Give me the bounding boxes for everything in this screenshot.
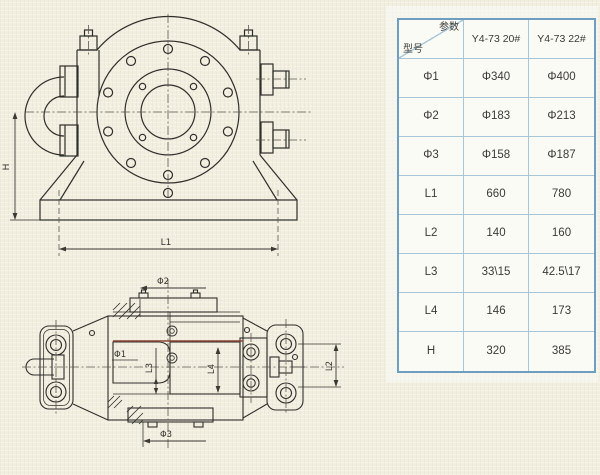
dim-phi3-label: Φ3: [160, 430, 172, 440]
dimension-h: H: [2, 112, 18, 220]
row-value: 660: [464, 176, 529, 215]
row-value: 42.5\17: [529, 254, 594, 293]
dim-phi2-label: Φ2: [157, 277, 169, 287]
row-value: Φ183: [464, 98, 529, 137]
row-label: L1: [399, 176, 464, 215]
top-right-flange: [266, 324, 304, 411]
spec-table: 参数 型号 Y4-73 20# Y4-73 22# Φ1 Φ340 Φ400 Φ…: [397, 18, 596, 373]
top-left-bracket: [72, 315, 109, 421]
corner-label-model: 型号: [403, 44, 423, 55]
dim-l4-label: L4: [207, 364, 217, 374]
top-right-bracket: [242, 317, 268, 419]
top-centerlines: [22, 279, 344, 448]
row-value: 385: [551, 344, 572, 357]
row-value: 146: [464, 293, 529, 332]
row-value: 780: [529, 176, 594, 215]
top-view: Φ2 Φ1 L3 L4 L2: [22, 277, 344, 448]
dim-l2-label: L2: [325, 361, 335, 371]
dimension-phi2: Φ2: [139, 277, 206, 317]
row-value: Φ400: [529, 59, 594, 98]
section-hatching: [107, 302, 144, 425]
row-label: Φ1: [399, 59, 464, 98]
row-value: 320: [464, 332, 529, 371]
dimension-l3: L3: [145, 348, 159, 394]
row-value: Φ213: [529, 98, 594, 137]
row-label: L3: [399, 254, 464, 293]
dim-l1-label: L1: [161, 238, 172, 248]
row-label: Φ2: [399, 98, 464, 137]
top-left-flange: [39, 325, 74, 410]
row-label: L2: [399, 215, 464, 254]
row-label: H: [399, 332, 464, 371]
dimension-l4: L4: [207, 347, 221, 393]
dim-h-label: H: [2, 164, 12, 171]
front-base: [10, 154, 298, 221]
front-handle: [24, 65, 79, 157]
row-label: Φ3: [399, 137, 464, 176]
column-header: Y4-73 20#: [464, 20, 529, 59]
top-view-outline: [25, 289, 305, 428]
dim-l3-label: L3: [145, 363, 155, 373]
dimension-phi3: Φ3: [142, 422, 206, 447]
corner-label-parameter: 参数: [439, 22, 459, 33]
row-value: Φ340: [464, 59, 529, 98]
row-value: 173: [529, 293, 594, 332]
top-bearing-block: [239, 337, 268, 398]
front-casing-outline: [10, 15, 298, 221]
dimension-l2: L2: [298, 343, 341, 388]
column-header: Y4-73 22#: [529, 20, 594, 59]
row-label: L4: [399, 293, 464, 332]
dim-phi1-label: Φ1: [114, 350, 126, 360]
dimension-phi1: Φ1: [112, 350, 138, 361]
dimension-l1: L1: [58, 190, 279, 256]
front-centerlines: [25, 14, 313, 197]
row-value: Φ187: [529, 137, 594, 176]
table-corner-cell: 参数 型号: [399, 20, 464, 59]
front-right-fittings: [260, 63, 290, 154]
row-value: 33\15: [464, 254, 529, 293]
row-value: 160: [529, 215, 594, 254]
row-value: 140: [464, 215, 529, 254]
row-value: Φ158: [464, 137, 529, 176]
front-view: H L1: [2, 14, 313, 256]
top-housing: [107, 289, 244, 428]
